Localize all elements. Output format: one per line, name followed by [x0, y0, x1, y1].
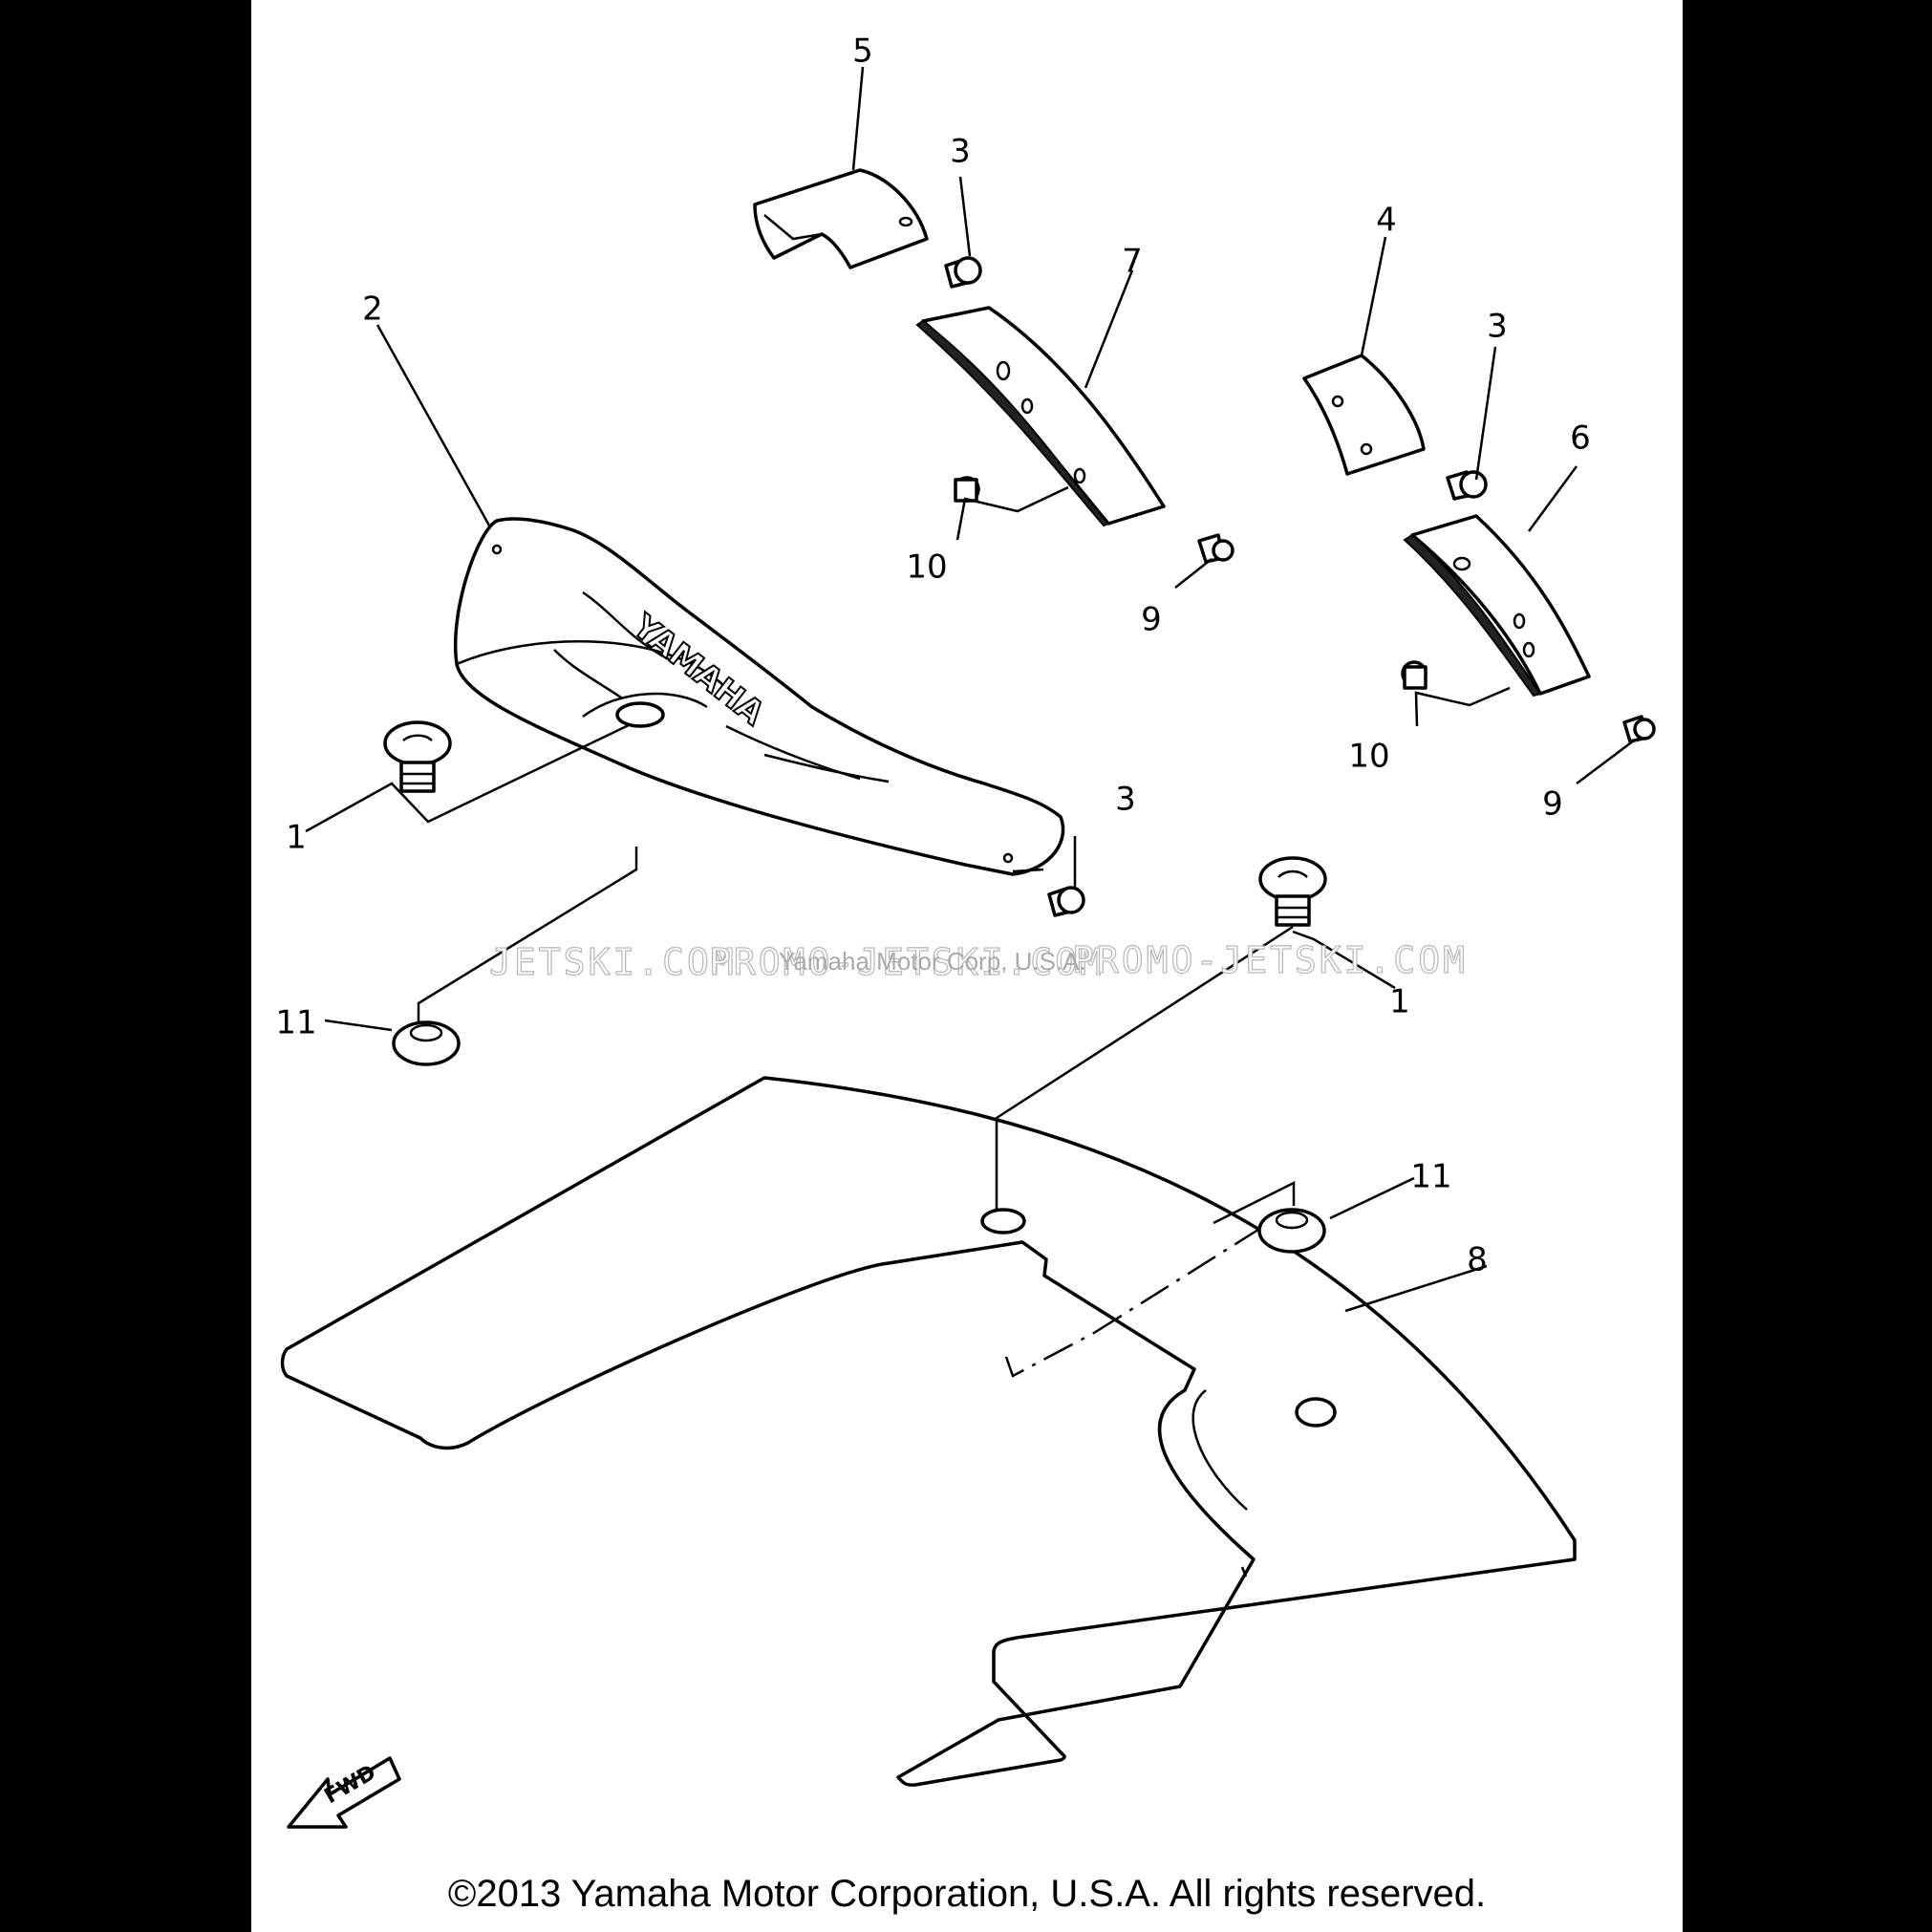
callout-9-left: 9 — [1141, 601, 1162, 639]
screw-9-right — [1622, 715, 1656, 743]
part-8-mat — [280, 1076, 1577, 1787]
callout-1-left: 1 — [286, 819, 307, 857]
callout-3-top: 3 — [950, 133, 971, 171]
callout-numbers: 5 3 7 4 3 6 2 10 9 10 9 1 3 11 1 11 8 — [275, 32, 1590, 1279]
plug-1-right — [1258, 856, 1327, 927]
watermark-right: PROMO-JETSKI.COM — [1072, 939, 1468, 981]
callout-11-right: 11 — [1410, 1158, 1451, 1196]
callout-3-right: 3 — [1487, 308, 1508, 346]
callout-5: 5 — [852, 32, 873, 71]
watermark-left: JETSKI.COM — [489, 941, 737, 983]
screw-9-left — [1197, 533, 1234, 564]
callout-11-left: 11 — [275, 1004, 316, 1042]
part-6-strip — [1403, 514, 1591, 698]
nut-10-left — [954, 476, 980, 503]
watermark-middle: PROMO-JETSKI.COM — [709, 941, 1105, 983]
grommet-11-right — [1257, 1208, 1326, 1254]
callout-3-lower: 3 — [1115, 781, 1136, 819]
part-5-bracket — [753, 168, 929, 269]
watermark: JETSKI.COM PROMO-JETSKI.COM PROMO-JETSKI… — [488, 938, 1468, 983]
callout-2: 2 — [362, 290, 383, 329]
screw-3-lower — [1047, 886, 1085, 917]
fasteners — [383, 256, 1656, 1254]
part-7-strip — [915, 306, 1166, 527]
nut-10-right — [1401, 660, 1428, 690]
grommet-11-left — [392, 1020, 461, 1066]
screw-3-right — [1446, 470, 1488, 501]
copyright-notice: ©2013 Yamaha Motor Corporation, U.S.A. A… — [447, 1873, 1487, 1915]
callout-4: 4 — [1376, 202, 1397, 240]
callout-1-right: 1 — [1389, 983, 1410, 1021]
callout-10-right: 10 — [1348, 738, 1389, 776]
plug-1-left — [383, 720, 452, 793]
callout-10-left: 10 — [906, 548, 947, 587]
part-4-plate — [1302, 354, 1426, 476]
callout-9-right: 9 — [1542, 785, 1563, 824]
callout-6: 6 — [1570, 419, 1591, 458]
watermark-small-text: Yamaha Motor Corp, U.S.A. — [779, 947, 1086, 976]
callout-7: 7 — [1122, 243, 1143, 281]
fwd-arrow: FWD — [287, 1756, 401, 1829]
leader-lines — [305, 66, 1635, 1313]
screw-3-top — [944, 256, 982, 289]
part-2-cover: YAMAHA — [454, 517, 1065, 876]
callout-8: 8 — [1467, 1241, 1488, 1279]
